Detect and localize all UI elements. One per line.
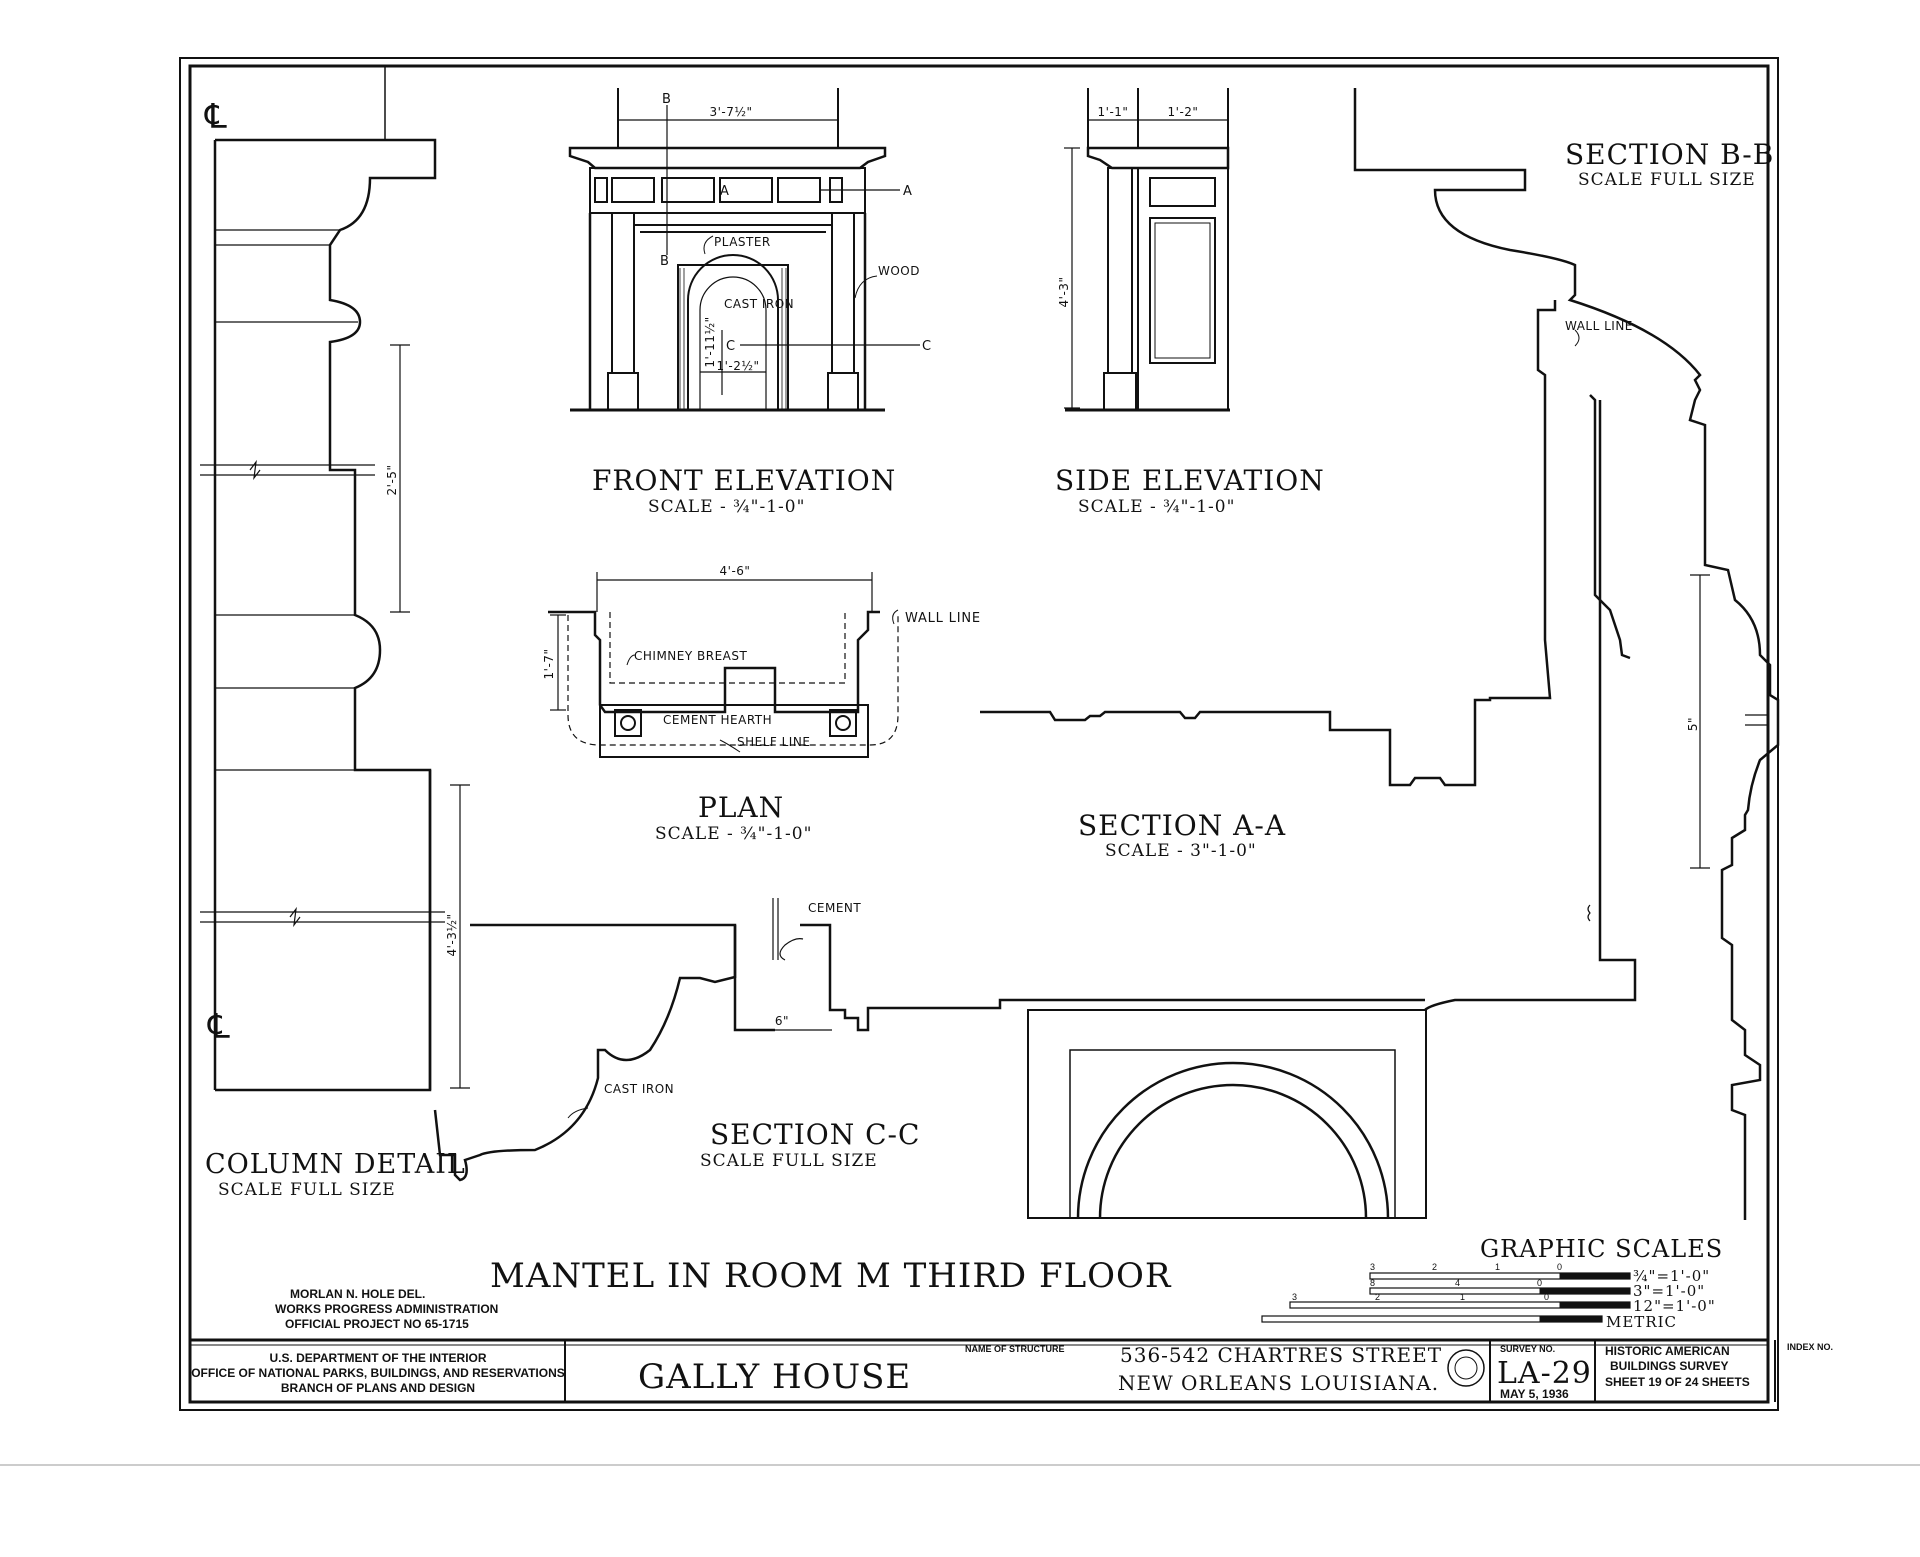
scale-row-2-label: 3"=1'-0" — [1633, 1282, 1705, 1300]
column-dim-a: 2'-5" — [385, 465, 399, 496]
section-profiles-drawing — [433, 88, 1780, 1220]
side-dim-h: 4'-3" — [1057, 277, 1071, 308]
plan-label-wall: WALL LINE — [905, 611, 981, 626]
plan-dim-d: 1'-7" — [542, 649, 556, 680]
plan-label-hearth: CEMENT HEARTH — [663, 713, 772, 727]
credit-line-2: WORKS PROGRESS ADMINISTRATION — [275, 1302, 498, 1316]
cc-label-cast-iron: CAST IRON — [604, 1082, 674, 1096]
centerline-mark-top: ℄ — [204, 97, 227, 137]
centerline-mark-bottom: ℄ — [207, 1007, 230, 1047]
front-label-b-bottom: B — [660, 254, 670, 269]
scale-row-1-tick-c: 1 — [1495, 1262, 1500, 1272]
structure-name: GALLY HOUSE — [638, 1357, 911, 1397]
section-aa-title: SECTION A-A — [1078, 809, 1286, 842]
side-elevation-scale: SCALE - ¾"-1-0" — [1078, 497, 1235, 517]
graphic-scales-title: GRAPHIC SCALES — [1480, 1235, 1723, 1263]
front-label-c-inner: C — [726, 339, 736, 354]
sheet-number: SHEET 19 OF 24 SHEETS — [1605, 1375, 1750, 1389]
habs-line-1: HISTORIC AMERICAN — [1605, 1344, 1730, 1358]
address-line-1: 536-542 CHARTRES STREET — [1120, 1343, 1442, 1367]
bb-dim: 5" — [1686, 717, 1700, 731]
agency-line-2: OFFICE OF NATIONAL PARKS, BUILDINGS, AND… — [191, 1366, 565, 1380]
sheet-title: MANTEL IN ROOM M THIRD FLOOR — [490, 1256, 1172, 1296]
scale-row-3-tick-a: 3 — [1292, 1292, 1297, 1302]
cc-label-cement: CEMENT — [808, 901, 861, 915]
cc-dim: 6" — [775, 1014, 789, 1028]
scale-row-2-tick-c: 0 — [1537, 1278, 1542, 1288]
scale-row-2-tick-a: 8 — [1370, 1278, 1375, 1288]
front-label-b-top: B — [662, 92, 672, 107]
survey-date: MAY 5, 1936 — [1500, 1387, 1569, 1401]
front-elevation-scale: SCALE - ¾"-1-0" — [648, 497, 805, 517]
front-label-c-outer: C — [922, 339, 932, 354]
habs-line-2: BUILDINGS SURVEY — [1610, 1359, 1728, 1373]
front-label-a-outer: A — [903, 184, 913, 199]
bb-wall-label: WALL LINE — [1565, 319, 1633, 333]
front-dim-width: 3'-7½" — [709, 105, 752, 119]
front-label-a-inner: A — [720, 184, 730, 199]
scale-row-4-label: METRIC — [1606, 1313, 1677, 1331]
scale-row-1-tick-a: 3 — [1370, 1262, 1375, 1272]
front-label-wood: WOOD — [878, 264, 920, 278]
side-elevation-title: SIDE ELEVATION — [1055, 464, 1325, 497]
inner-border — [188, 64, 1770, 1404]
scale-row-1-tick-b: 2 — [1432, 1262, 1437, 1272]
front-label-plaster: PLASTER — [714, 235, 771, 249]
scale-row-3-tick-c: 1 — [1460, 1292, 1465, 1302]
outer-border — [179, 57, 1779, 1411]
front-dim-opening: 1'-2½" — [716, 359, 759, 373]
graphic-scale-bars — [1261, 1272, 1631, 1323]
credit-line-1: MORLAN N. HOLE DEL. — [290, 1287, 425, 1301]
scale-row-1-label: ¾"=1'-0" — [1633, 1267, 1710, 1285]
survey-label: SURVEY NO. — [1500, 1344, 1555, 1354]
front-elevation-title: FRONT ELEVATION — [592, 464, 896, 497]
plan-label-shelf: SHELF LINE — [737, 735, 810, 749]
side-dim-b: 1'-2" — [1168, 105, 1199, 119]
plan-drawing — [548, 572, 899, 758]
section-aa-scale: SCALE - 3"-1-0" — [1105, 841, 1257, 861]
section-bb-scale: SCALE FULL SIZE — [1578, 170, 1756, 190]
side-dim-a: 1'-1" — [1098, 105, 1129, 119]
plan-dim-w: 4'-6" — [720, 564, 751, 578]
agency-line-1: U.S. DEPARTMENT OF THE INTERIOR — [269, 1351, 486, 1365]
address-line-2: NEW ORLEANS LOUISIANA. — [1118, 1371, 1439, 1395]
scale-row-3-label: 12"=1'-0" — [1633, 1297, 1716, 1315]
scale-row-2-tick-b: 4 — [1455, 1278, 1460, 1288]
plan-label-chimney: CHIMNEY BREAST — [634, 649, 747, 663]
survey-number: LA-29 — [1497, 1356, 1592, 1391]
column-detail-title: COLUMN DETAIL — [205, 1149, 466, 1180]
front-label-cast-iron: CAST IRON — [724, 297, 794, 311]
plan-title: PLAN — [698, 791, 784, 824]
index-label: INDEX NO. — [1787, 1342, 1833, 1352]
column-detail-drawing — [200, 66, 470, 1092]
section-bb-title: SECTION B-B — [1565, 138, 1774, 171]
credit-line-3: OFFICIAL PROJECT NO 65-1715 — [285, 1317, 469, 1331]
section-cc-title: SECTION C-C — [710, 1118, 920, 1151]
scale-row-3-tick-b: 2 — [1375, 1292, 1380, 1302]
structure-label: NAME OF STRUCTURE — [965, 1344, 1065, 1354]
side-elevation-drawing — [1064, 88, 1230, 412]
section-cc-scale: SCALE FULL SIZE — [700, 1151, 878, 1171]
column-detail-scale: SCALE FULL SIZE — [218, 1180, 396, 1200]
column-dim-b: 4'-3½" — [445, 913, 459, 956]
plan-scale: SCALE - ¾"-1-0" — [655, 824, 812, 844]
front-dim-height: 1'-11½" — [703, 316, 717, 367]
title-block-frame — [190, 1338, 1776, 1402]
scale-row-3-tick-d: 0 — [1544, 1292, 1549, 1302]
front-elevation-drawing — [568, 88, 920, 412]
agency-line-3: BRANCH OF PLANS AND DESIGN — [281, 1381, 475, 1395]
scale-row-1-tick-d: 0 — [1557, 1262, 1562, 1272]
